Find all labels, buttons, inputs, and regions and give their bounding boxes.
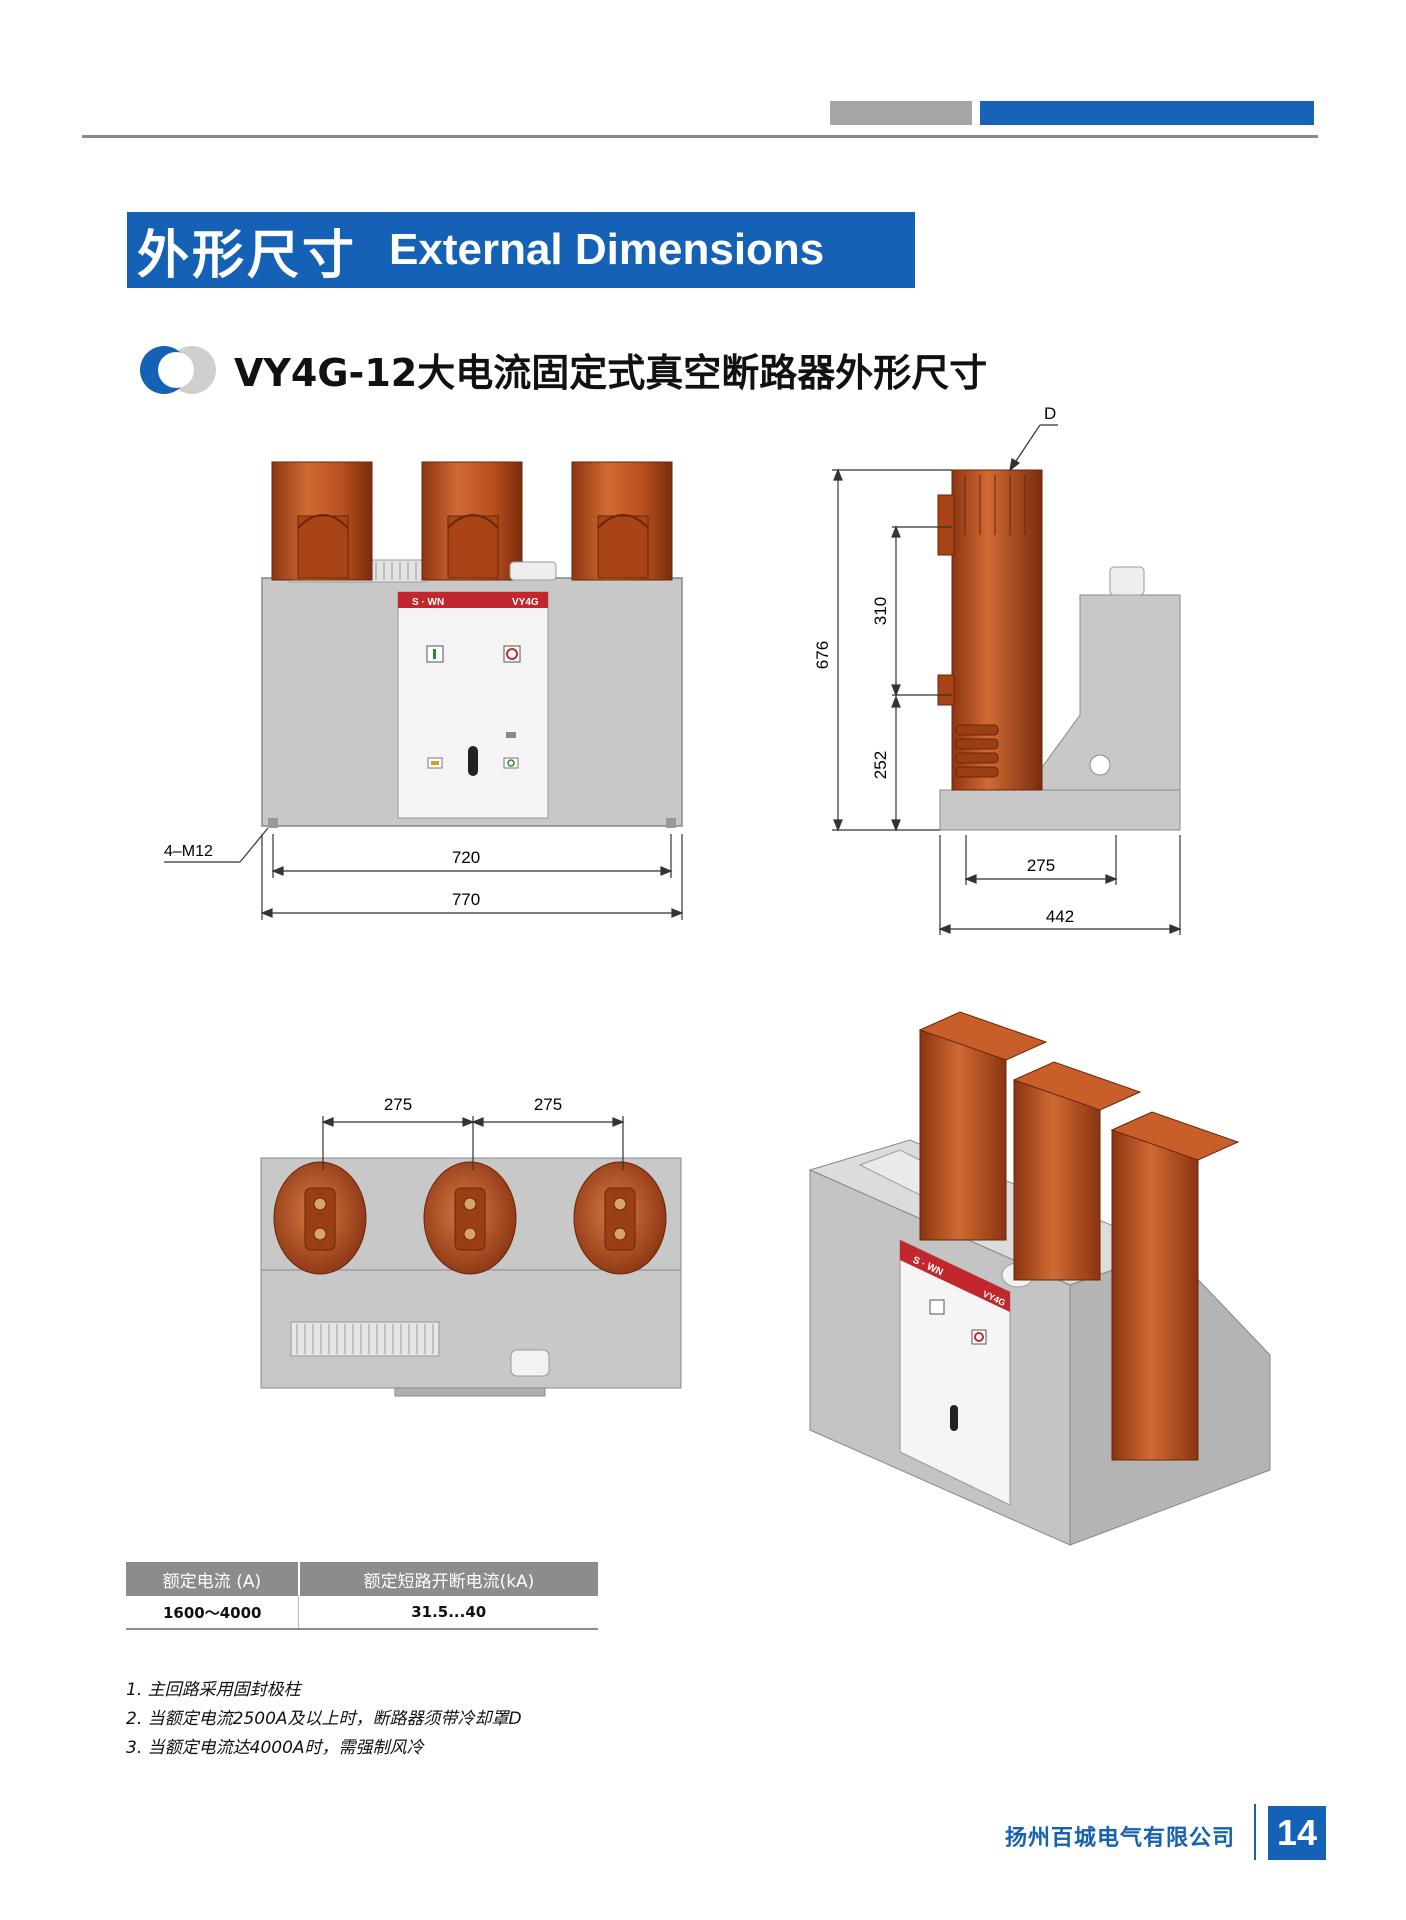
top-view-drawing: 275 275 xyxy=(260,1095,682,1397)
spec-table: 额定电流 (A) 额定短路开断电流(kA) 1600～4000 31.5...4… xyxy=(126,1562,598,1630)
note-item: 1. 主回路采用固封极柱 xyxy=(126,1680,301,1700)
note-item: 3. 当额定电流达4000A时，需强制风冷 xyxy=(126,1738,424,1758)
header-bar-gray xyxy=(830,101,972,125)
bullet-circles-icon xyxy=(140,346,216,394)
subtitle: VY4G-12大电流固定式真空断路器外形尺寸 xyxy=(234,351,988,395)
dim-442: 442 xyxy=(1046,907,1074,926)
note-item: 2. 当额定电流2500A及以上时，断路器须带冷却罩D xyxy=(126,1709,522,1729)
page-number: 14 xyxy=(1268,1806,1326,1860)
pitch-275-left: 275 xyxy=(384,1095,412,1114)
isometric-view-drawing: S · WN VY4G xyxy=(808,1011,1271,1546)
dim-676: 676 xyxy=(813,641,832,669)
label-d: D xyxy=(1044,404,1056,423)
footer-divider xyxy=(1254,1804,1256,1860)
dim-275: 275 xyxy=(1027,856,1055,875)
header-rated-current: 额定电流 (A) xyxy=(126,1562,300,1596)
header-breaking-current: 额定短路开断电流(kA) xyxy=(298,1562,598,1596)
header-rule xyxy=(82,135,1318,138)
cell-breaking-current: 31.5...40 xyxy=(298,1596,598,1630)
section-title-cn: 外形尺寸 xyxy=(137,225,358,286)
cell-rated-current: 1600～4000 xyxy=(126,1596,300,1630)
pitch-275-right: 275 xyxy=(534,1095,562,1114)
footer-company: 扬州百城电气有限公司 xyxy=(1005,1826,1236,1851)
section-title: 外形尺寸 External Dimensions xyxy=(127,212,915,288)
panel-model: VY4G xyxy=(512,597,539,608)
front-view-drawing: S · WN VY4G 720 770 4–M12 xyxy=(164,461,684,920)
dim-310: 310 xyxy=(871,597,890,625)
table-row: 1600～4000 31.5...40 xyxy=(126,1596,598,1630)
header-bar-blue xyxy=(980,101,1314,125)
section-title-en: External Dimensions xyxy=(389,225,825,274)
dim-252: 252 xyxy=(871,751,890,779)
notes-list: 1. 主回路采用固封极柱 2. 当额定电流2500A及以上时，断路器须带冷却罩D… xyxy=(126,1676,522,1763)
dim-720: 720 xyxy=(452,848,480,867)
side-view-drawing: D 676 310 252 275 442 xyxy=(813,404,1182,935)
dim-770: 770 xyxy=(452,890,480,909)
table-header-row: 额定电流 (A) 额定短路开断电流(kA) xyxy=(126,1562,598,1596)
panel-brand: S · WN xyxy=(412,597,444,608)
label-4-m12: 4–M12 xyxy=(164,843,213,860)
